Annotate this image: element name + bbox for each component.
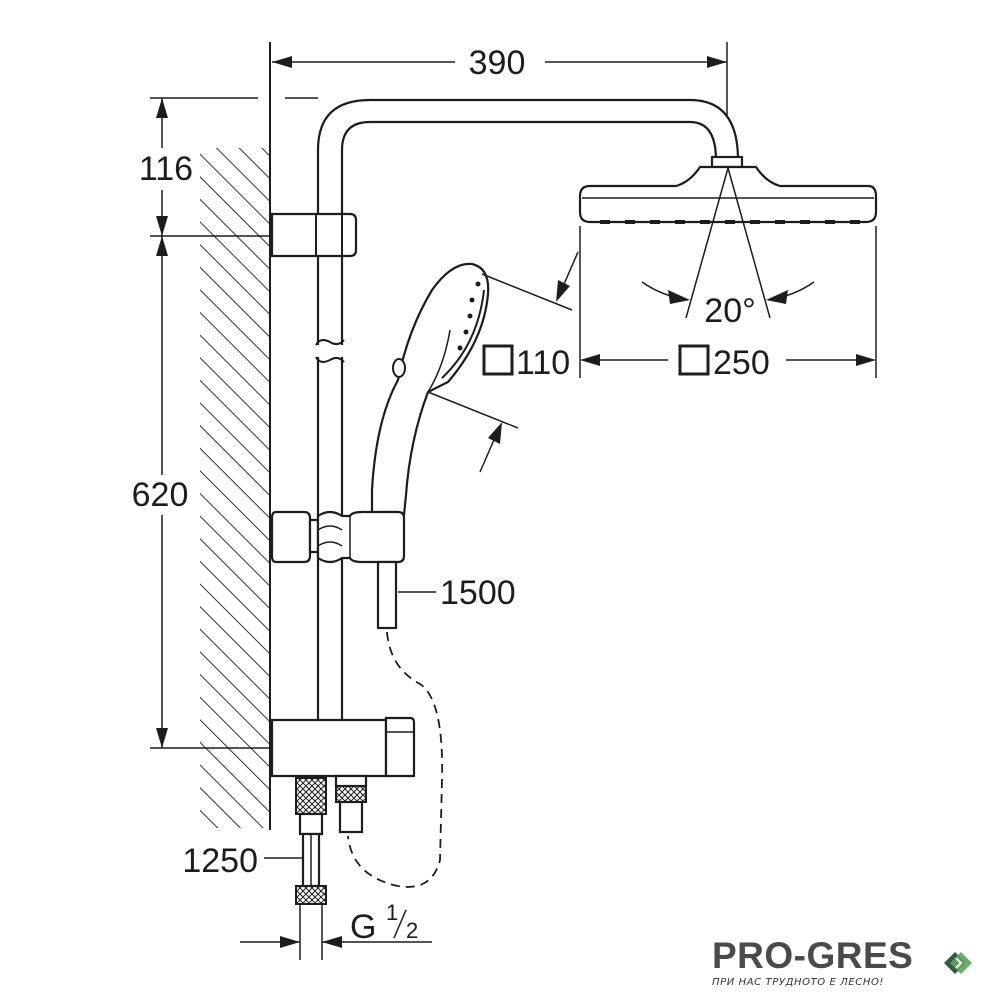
- supply-connectors: [295, 777, 367, 960]
- dimension-thread: G 1 2: [240, 900, 432, 948]
- dimension-620-label: 620: [132, 476, 189, 514]
- head-shower: [578, 155, 878, 224]
- dimension-390-label: 390: [469, 44, 526, 82]
- mixer-body: [270, 716, 416, 788]
- diamond-logo-icon: [944, 952, 972, 974]
- dimension-250: 250: [579, 226, 877, 382]
- slider-holder: [270, 510, 406, 564]
- thread-denominator: 2: [406, 918, 418, 943]
- wall: [200, 42, 271, 830]
- pro-gres-logo: PRO-GRES ПРИ НАС ТРУДНОТО Е ЛЕСНО!: [712, 936, 992, 996]
- thread-numerator: 1: [386, 900, 398, 925]
- thread-prefix: G: [350, 908, 376, 946]
- dimension-250-label: 250: [713, 344, 770, 382]
- upper-wall-bracket: [270, 212, 358, 258]
- dimension-1250-label: 1250: [182, 842, 258, 880]
- square-symbol-icon: [678, 344, 710, 376]
- dimension-116-label: 116: [139, 150, 193, 188]
- hand-shower-nozzles: [457, 281, 481, 351]
- dimension-110-label: 110: [516, 344, 570, 382]
- dimension-620: 620: [132, 236, 282, 749]
- shower-hose: 1500: [347, 560, 516, 888]
- angle-label: 20°: [704, 292, 755, 330]
- dimension-390: 390: [272, 42, 728, 160]
- dimension-110: 110: [427, 251, 579, 473]
- spray-angle: 20°: [641, 167, 815, 330]
- logo-brand-text: PRO-GRES: [712, 935, 914, 976]
- dimension-1250: 1250: [182, 842, 302, 880]
- logo-tagline: ПРИ НАС ТРУДНОТО Е ЛЕСНО!: [712, 977, 885, 988]
- dimension-1500-label: 1500: [440, 574, 516, 612]
- dimension-116: 116: [139, 97, 318, 237]
- square-symbol-icon: [482, 344, 514, 376]
